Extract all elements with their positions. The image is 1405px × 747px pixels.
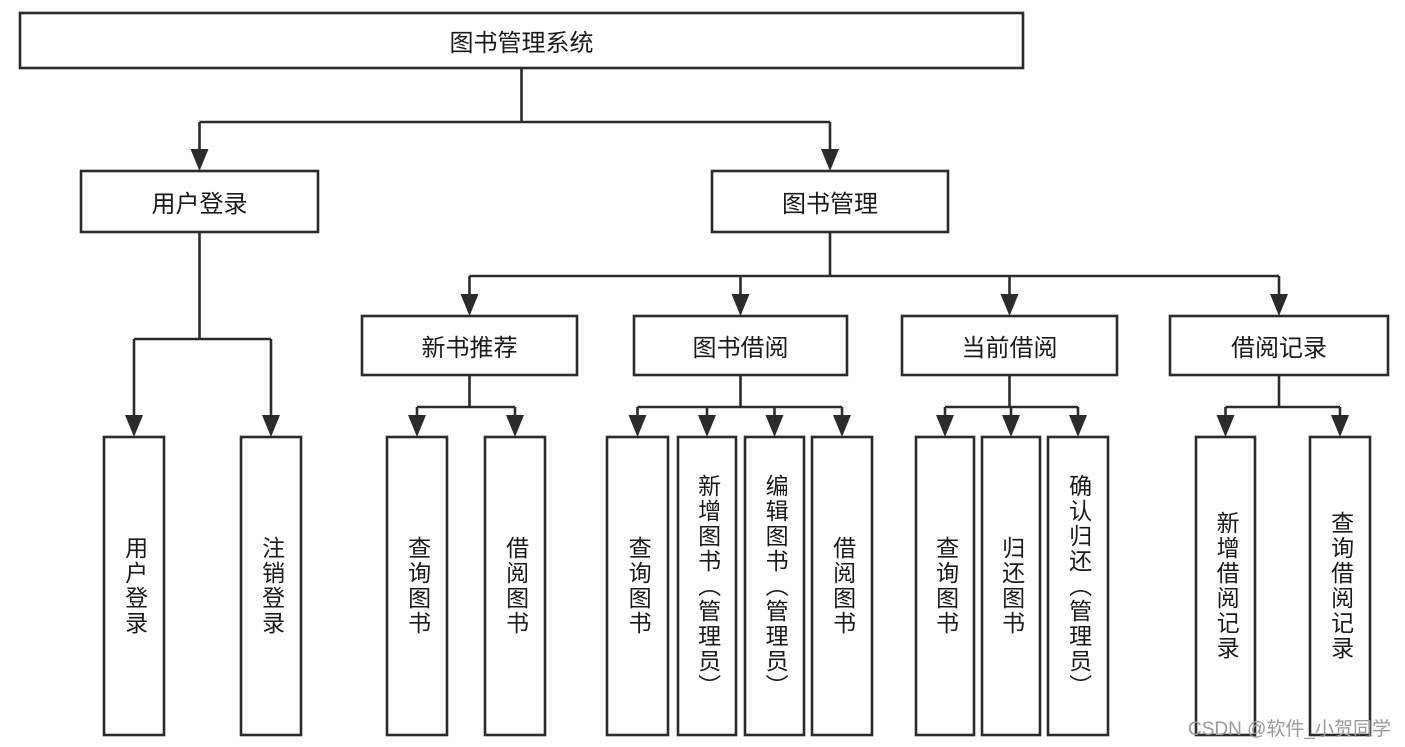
node-box-borrow-record[interactable]	[1168, 314, 1390, 377]
arrow-head-leaf-add-borrow-record	[1216, 415, 1235, 437]
arrow-head-leaf-user-login	[125, 415, 143, 437]
arrow-head-current-borrow	[1000, 294, 1019, 316]
arrow-head-leaf-query-book-rec	[408, 415, 426, 437]
node-box-leaf-logout[interactable]	[239, 435, 303, 737]
node-box-leaf-borrow-book-rec[interactable]	[483, 435, 547, 737]
arrow-head-leaf-query-borrow-record	[1331, 415, 1349, 437]
arrow-head-leaf-add-book	[698, 415, 716, 437]
node-box-leaf-query-borrow-record[interactable]	[1308, 435, 1372, 737]
arrow-head-leaf-query-book-current	[936, 415, 954, 437]
arrow-head-borrow-record	[1270, 294, 1288, 316]
node-box-user-login[interactable]	[79, 169, 320, 234]
node-box-root[interactable]	[18, 11, 1025, 70]
arrow-head-leaf-logout	[262, 415, 280, 437]
node-box-current-borrow[interactable]	[900, 314, 1119, 377]
node-box-leaf-add-borrow-record[interactable]	[1194, 435, 1257, 737]
node-box-leaf-query-book-rec[interactable]	[385, 435, 449, 737]
arrow-head-book-borrow	[731, 294, 750, 316]
node-box-book-manage[interactable]	[710, 169, 950, 234]
node-box-leaf-query-book-current[interactable]	[914, 435, 976, 737]
arrow-head-leaf-return-book	[1002, 415, 1020, 437]
arrow-head-user-login	[190, 149, 209, 171]
node-box-leaf-add-book[interactable]	[676, 435, 738, 737]
node-box-new-book-rec[interactable]	[360, 314, 579, 377]
boxes-layer	[18, 11, 1390, 737]
node-box-leaf-borrow-book[interactable]	[810, 435, 874, 737]
arrow-head-leaf-confirm-return	[1069, 415, 1087, 437]
arrow-head-leaf-borrow-book-rec	[506, 415, 524, 437]
arrow-head-new-book-rec	[460, 294, 479, 316]
node-box-leaf-query-book-borrow[interactable]	[605, 435, 670, 737]
edges-layer	[125, 68, 1349, 437]
node-box-leaf-edit-book[interactable]	[743, 435, 806, 737]
node-box-book-borrow[interactable]	[632, 314, 849, 377]
arrow-head-leaf-query-book-borrow	[628, 415, 647, 437]
node-box-leaf-confirm-return[interactable]	[1046, 435, 1110, 737]
node-box-leaf-user-login[interactable]	[102, 435, 166, 737]
node-box-leaf-return-book[interactable]	[980, 435, 1042, 737]
arrow-head-leaf-borrow-book	[833, 415, 851, 437]
arrow-head-leaf-edit-book	[765, 415, 784, 437]
arrow-head-book-manage	[821, 149, 839, 171]
